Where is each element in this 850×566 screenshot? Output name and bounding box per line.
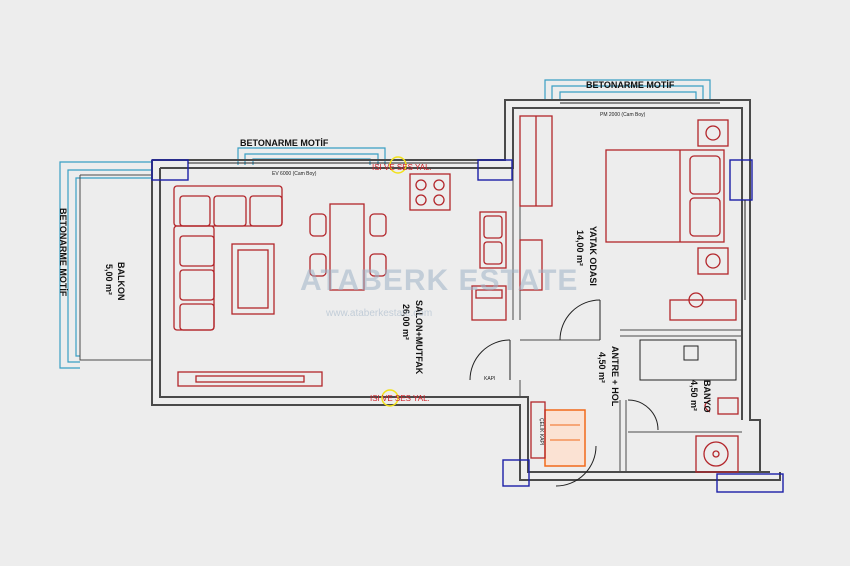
betonarme-label-top: BETONARME MOTİF (586, 80, 675, 90)
doors (469, 299, 659, 487)
room-area-yatak: 14,00 m² (575, 230, 585, 266)
room-name-antre: ANTRE + HOL (610, 346, 620, 407)
toilet (704, 397, 739, 415)
betonarme-outlines (59, 79, 711, 369)
double-bed (605, 149, 725, 243)
insulation-label-top: ISI VE SES YAL. (372, 163, 432, 172)
wardrobe (519, 115, 553, 291)
kitchen-appliance (471, 285, 507, 321)
desk (669, 292, 737, 321)
columns (151, 159, 784, 493)
window-label-salon: EV 6000 (Cam Boy) (272, 171, 317, 177)
room-area-balkon: 5,00 m² (104, 264, 114, 295)
room-name-banyo: BANYO (702, 380, 712, 413)
room-name-salon: SALON+MUTFAK (414, 300, 424, 375)
shoe-cabinet (530, 401, 546, 459)
heater (544, 409, 586, 467)
nightstands (697, 119, 729, 275)
door-label-main: ÇELİK KAPI (538, 418, 545, 445)
coffee-table (231, 243, 275, 315)
windows (188, 102, 746, 300)
dining-table (309, 203, 387, 291)
insulation-label-bottom: ISI VE SES YAL. (370, 394, 430, 403)
kitchen-sink (479, 211, 507, 269)
room-name-yatak: YATAK ODASI (588, 226, 598, 286)
watermark-brand: ATABERK ESTATE (300, 264, 578, 297)
cooktop (409, 173, 451, 211)
betonarme-label-left: BETONARME MOTİF (58, 208, 68, 297)
watermark-url: www.ataberkestate.com (325, 308, 432, 319)
washbasin (695, 435, 739, 473)
window-label-yatak: PM 2000 (Cam Boy) (600, 112, 646, 118)
betonarme-label-mid: BETONARME MOTİF (240, 138, 329, 148)
room-area-antre: 4,50 m² (597, 352, 607, 383)
room-area-banyo: 4,50 m² (689, 380, 699, 411)
door-label-salon: KAPI (484, 376, 495, 382)
insulation-markers (381, 156, 407, 407)
washing-machine (639, 339, 737, 381)
tv-unit (177, 371, 323, 387)
room-name-balkon: BALKON (116, 262, 126, 301)
room-area-salon: 26,00 m² (401, 304, 411, 340)
sofa (173, 185, 283, 331)
